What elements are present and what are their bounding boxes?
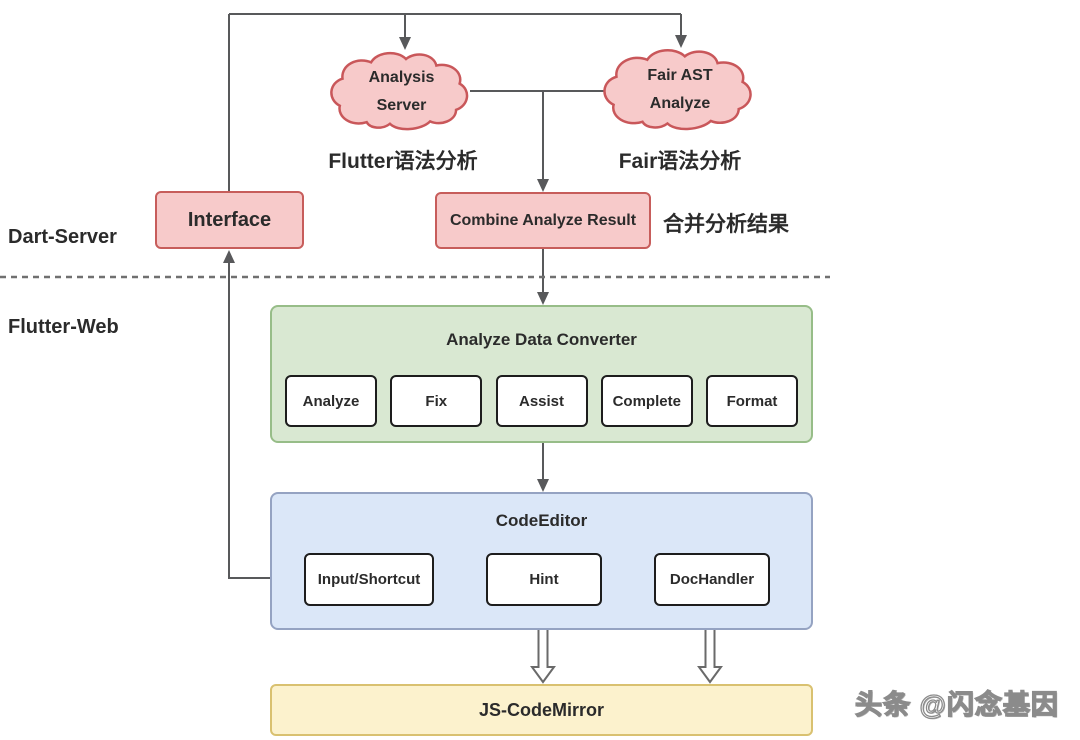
analyze-data-converter-container: Analyze Data Converter Analyze Fix Assis… <box>270 305 813 443</box>
chip-input-shortcut: Input/Shortcut <box>304 553 434 606</box>
fair-syntax-caption: Fair语法分析 <box>618 150 742 173</box>
codeeditor-title: CodeEditor <box>495 511 588 530</box>
zone-label-dart-server: Dart-Server <box>8 226 117 248</box>
arrowhead-into-converter <box>537 292 549 305</box>
converter-title: Analyze Data Converter <box>446 330 637 349</box>
fair-cloud-line2: Analyze <box>649 95 711 112</box>
clouds <box>331 50 750 129</box>
connector-lines <box>228 13 682 579</box>
watermark-text: 头条 @闪念基因 <box>854 689 1059 720</box>
analysis-server-cloud-text: Analysis Server <box>330 64 473 120</box>
chip-assist: Assist <box>495 375 588 427</box>
fair-ast-cloud-text: Fair AST Analyze <box>603 62 757 118</box>
zone-label-flutter-web: Flutter-Web <box>8 316 119 338</box>
arrowhead-into-editor <box>537 479 549 492</box>
analysis-server-cloud-shape <box>331 53 467 129</box>
chip-complete: Complete <box>600 375 693 427</box>
combine-caption: 合并分析结果 <box>663 213 789 236</box>
interface-box: Interface <box>155 191 304 249</box>
chip-format: Format <box>706 375 798 427</box>
arrowhead-into-analysis-cloud <box>399 37 411 50</box>
chip-fix: Fix <box>390 375 483 427</box>
arrowhead-into-fair-cloud <box>675 35 687 48</box>
arrowhead-into-combine <box>537 179 549 192</box>
arrowheads <box>223 35 687 492</box>
chip-analyze: Analyze <box>285 375 377 427</box>
chip-dochandler: DocHandler <box>654 553 770 606</box>
fair-cloud-line1: Fair AST <box>647 67 713 84</box>
chip-hint: Hint <box>486 553 602 606</box>
converter-chip-row: Analyze Fix Assist Complete Format <box>272 375 811 427</box>
analysis-cloud-line1: Analysis <box>368 69 435 86</box>
codeeditor-container: CodeEditor Input/Shortcut Hint DocHandle… <box>270 492 813 630</box>
combine-analyze-result-box: Combine Analyze Result <box>435 192 651 249</box>
fair-ast-cloud-shape <box>604 50 750 129</box>
js-codemirror-bar: JS-CodeMirror <box>270 684 813 736</box>
analysis-cloud-line2: Server <box>376 97 427 114</box>
flutter-syntax-caption: Flutter语法分析 <box>328 150 478 173</box>
arrowhead-into-interface <box>223 250 235 263</box>
